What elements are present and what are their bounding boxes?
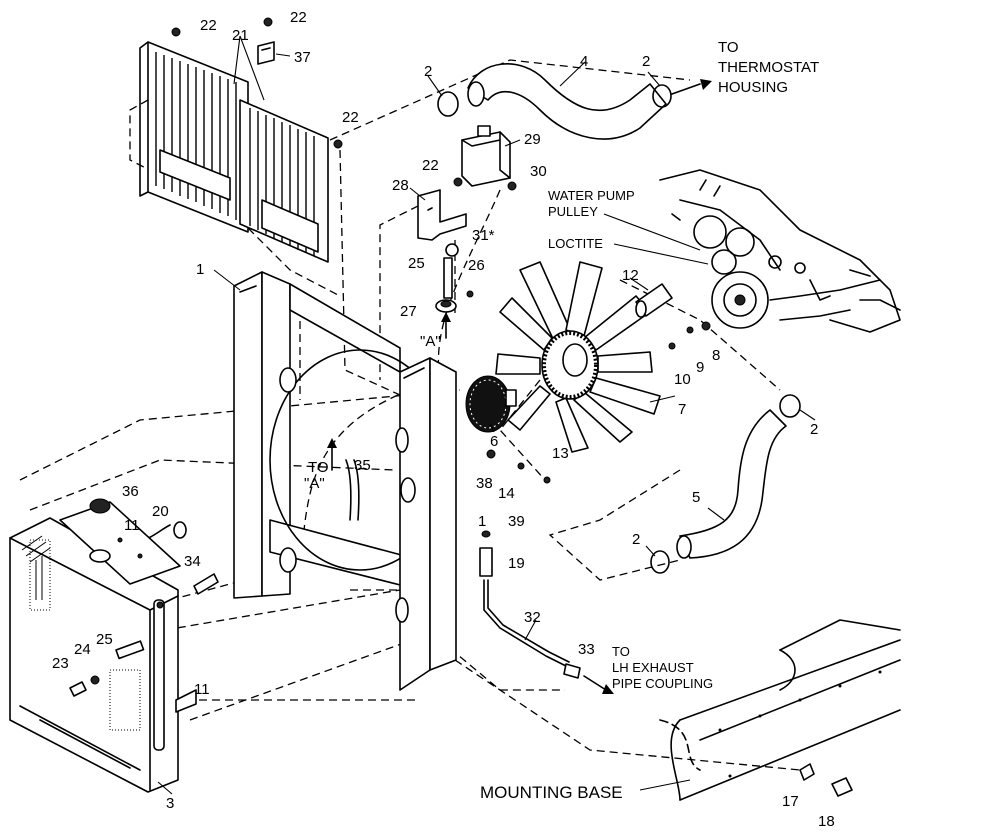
callout-pipe-coupling: PIPE COUPLING — [612, 676, 713, 691]
label-part-26: 26 — [468, 257, 485, 274]
callout-lh-exhaust: LH EXHAUST — [612, 660, 694, 675]
label-part-33: 33 — [578, 641, 595, 658]
label-part-19: 19 — [508, 555, 525, 572]
part-number-labels: 22 22 21 37 22 2 4 2 29 22 30 28 31* 25 … — [52, 9, 835, 830]
callout-water-pump: WATER PUMP — [548, 188, 635, 203]
label-part-38: 38 — [476, 475, 493, 492]
label-part-25: 25 — [408, 255, 425, 272]
engine-front-sketch — [659, 169, 901, 333]
label-part-21: 21 — [232, 27, 249, 44]
reference-arrows — [327, 312, 451, 471]
fan-hardware — [486, 321, 711, 484]
label-part-39: 39 — [508, 513, 525, 530]
exhaust-arrow — [583, 675, 614, 694]
callout-thermostat: THERMOSTAT — [718, 59, 819, 76]
callout-pulley: PULLEY — [548, 204, 598, 219]
hose-35 — [345, 459, 360, 521]
label-part-2: 2 — [642, 53, 650, 70]
callout-to-a: TO — [308, 459, 329, 476]
label-part-28: 28 — [392, 177, 409, 194]
label-part-22: 22 — [200, 17, 217, 34]
hose-clamps-2 — [437, 84, 801, 574]
coolant-reservoir-29 — [461, 125, 511, 187]
label-part-31: 31* — [472, 227, 495, 244]
label-part-35: 35 — [354, 457, 371, 474]
screws-22 — [171, 17, 463, 187]
lower-hose-5 — [676, 409, 787, 559]
callout-thermostat-to: TO — [718, 39, 739, 56]
label-part-11: 11 — [124, 517, 140, 534]
label-part-1: 1 — [478, 513, 486, 530]
bracket-37 — [257, 41, 275, 65]
callout-mounting-base: MOUNTING BASE — [480, 783, 623, 802]
label-part-2: 2 — [424, 63, 432, 80]
label-part-20: 20 — [152, 503, 169, 520]
callout-text: TO THERMOSTAT HOUSING WATER PUMP PULLEY … — [304, 39, 819, 802]
callout-exhaust-to: TO — [612, 644, 630, 659]
label-part-11: 11 — [194, 681, 210, 698]
label-part-5: 5 — [692, 489, 700, 506]
label-part-2: 2 — [632, 531, 640, 548]
label-part-22: 22 — [342, 109, 359, 126]
radiator-cap-parts — [435, 243, 474, 313]
callout-loctite: LOCTITE — [548, 236, 603, 251]
label-part-30: 30 — [530, 163, 547, 180]
label-part-27: 27 — [400, 303, 417, 320]
spacer-12 — [635, 283, 673, 318]
mounting-base — [659, 619, 901, 801]
label-part-12: 12 — [622, 267, 639, 284]
fan-guard-right — [239, 99, 329, 263]
upper-hose-4 — [467, 63, 667, 140]
callout-a: "A" — [304, 475, 325, 492]
label-part-3: 3 — [166, 795, 174, 812]
label-part-13: 13 — [552, 445, 569, 462]
fan-pulley-6 — [465, 375, 517, 433]
label-part-34: 34 — [184, 553, 201, 570]
radiator-core-3 — [9, 517, 197, 793]
label-part-24: 24 — [74, 641, 91, 658]
label-part-22: 22 — [290, 9, 307, 26]
label-part-9: 9 — [696, 359, 704, 376]
label-part-10: 10 — [674, 371, 691, 388]
callout-housing: HOUSING — [718, 79, 788, 96]
label-part-2: 2 — [810, 421, 818, 438]
reservoir-bracket-28 — [417, 189, 467, 241]
radiator-frame-1 — [233, 271, 457, 691]
label-part-37: 37 — [294, 49, 311, 66]
label-part-7: 7 — [678, 401, 686, 418]
label-part-6: 6 — [490, 433, 498, 450]
label-part-36: 36 — [122, 483, 139, 500]
radiator-small-parts — [69, 498, 219, 697]
fan-guard-left — [139, 41, 249, 233]
cooling-fan-7 — [495, 261, 661, 453]
label-part-32: 32 — [524, 609, 541, 626]
thermostat-arrow — [671, 79, 712, 95]
drain-tube-32 — [479, 530, 581, 679]
label-part-29: 29 — [524, 131, 541, 148]
leader-lines — [157, 35, 816, 795]
label-part-14: 14 — [498, 485, 515, 502]
label-part-18: 18 — [818, 813, 835, 830]
label-part-1: 1 — [196, 261, 204, 278]
label-part-25: 25 — [96, 631, 113, 648]
label-part-22: 22 — [422, 157, 439, 174]
overflow-fitting-30 — [507, 181, 517, 191]
label-part-17: 17 — [782, 793, 799, 810]
label-part-8: 8 — [712, 347, 720, 364]
label-part-23: 23 — [52, 655, 69, 672]
callout-ref-a: "A" — [420, 333, 441, 350]
label-part-4: 4 — [580, 53, 588, 70]
